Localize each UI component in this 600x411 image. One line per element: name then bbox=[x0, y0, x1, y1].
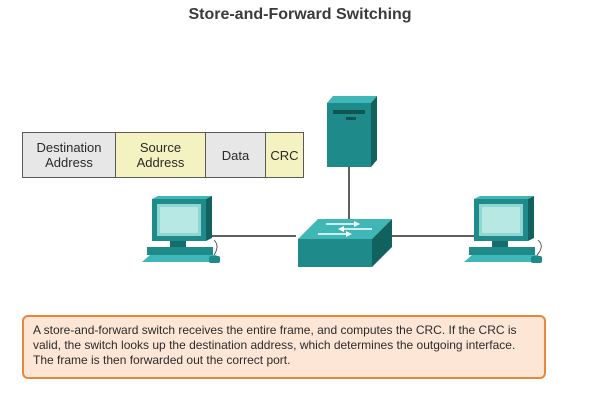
description-callout: A store-and-forward switch receives the … bbox=[22, 315, 546, 379]
switch-icon bbox=[298, 219, 392, 267]
server-icon bbox=[327, 96, 377, 167]
ethernet-frame: Destination Address Source Address Data … bbox=[22, 132, 304, 178]
diagram-title: Store-and-Forward Switching bbox=[188, 6, 412, 23]
frame-field-destination-address: Destination Address bbox=[23, 133, 116, 177]
frame-field-crc: CRC bbox=[266, 133, 303, 177]
pc-left-icon bbox=[142, 196, 220, 263]
frame-field-source-address: Source Address bbox=[116, 133, 206, 177]
pc-right-icon bbox=[464, 196, 542, 263]
frame-field-data: Data bbox=[206, 133, 266, 177]
